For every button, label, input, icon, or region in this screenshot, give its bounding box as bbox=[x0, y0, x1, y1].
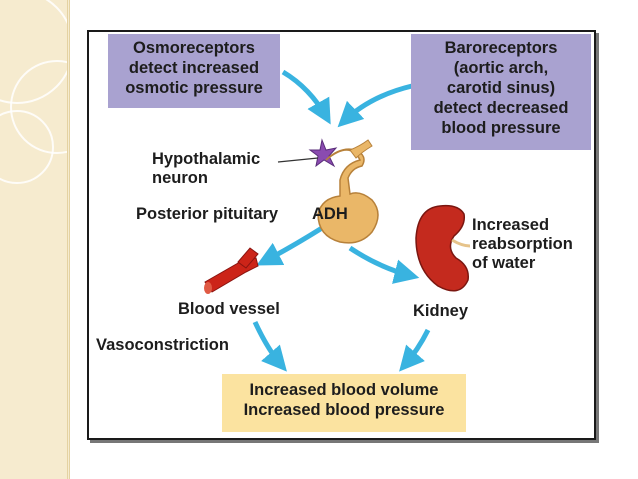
adh-label: ADH bbox=[312, 205, 348, 223]
osmoreceptors-line: osmotic pressure bbox=[125, 79, 263, 97]
reabsorption-line: Increased bbox=[472, 216, 550, 234]
result-box: Increased blood volume Increased blood p… bbox=[222, 374, 466, 432]
arrow-adh-to-kidney bbox=[348, 245, 420, 284]
hypothalamic-neuron-icon bbox=[308, 138, 338, 168]
arrow-kidney-to-result bbox=[399, 328, 431, 372]
arrow-vessel-to-result bbox=[252, 320, 287, 372]
osmoreceptors-box: Osmoreceptors detect increased osmotic p… bbox=[108, 34, 280, 108]
vasoconstriction-label: Vasoconstriction bbox=[96, 336, 229, 354]
slide-side-band bbox=[0, 0, 70, 479]
blood-vessel-icon bbox=[204, 247, 259, 294]
arrow-baro-to-hypothalamus bbox=[337, 83, 413, 128]
osmoreceptors-line: Osmoreceptors bbox=[133, 39, 255, 57]
arrow-osmo-to-hypothalamus bbox=[281, 69, 331, 125]
baroreceptors-box: Baroreceptors (aortic arch, carotid sinu… bbox=[411, 34, 591, 150]
kidney-label: Kidney bbox=[413, 302, 469, 320]
posterior-pituitary-label: Posterior pituitary bbox=[136, 205, 279, 223]
hypothalamic-line: neuron bbox=[152, 169, 208, 187]
reabsorption-line: of water bbox=[472, 254, 536, 272]
baroreceptors-line: blood pressure bbox=[441, 119, 561, 137]
reabsorption-label: Increased reabsorption of water bbox=[472, 216, 573, 273]
blood-vessel-label: Blood vessel bbox=[178, 300, 280, 318]
arrow-adh-to-vessel bbox=[256, 225, 324, 266]
hypothalamic-leader-line bbox=[277, 157, 319, 163]
reabsorption-line: reabsorption bbox=[472, 235, 573, 253]
baroreceptors-line: (aortic arch, bbox=[453, 59, 549, 77]
hypothalamic-neuron-label: Hypothalamic neuron bbox=[152, 150, 260, 188]
baroreceptors-line: carotid sinus) bbox=[446, 79, 556, 97]
result-line: Increased blood pressure bbox=[243, 401, 445, 419]
result-line: Increased blood volume bbox=[249, 381, 439, 399]
hypothalamic-line: Hypothalamic bbox=[152, 150, 261, 168]
baroreceptors-line: Baroreceptors bbox=[444, 39, 558, 57]
pituitary-gland-icon bbox=[317, 139, 379, 244]
baroreceptors-line: detect decreased bbox=[433, 99, 569, 117]
kidney-icon bbox=[415, 204, 471, 292]
osmoreceptors-line: detect increased bbox=[128, 59, 260, 77]
